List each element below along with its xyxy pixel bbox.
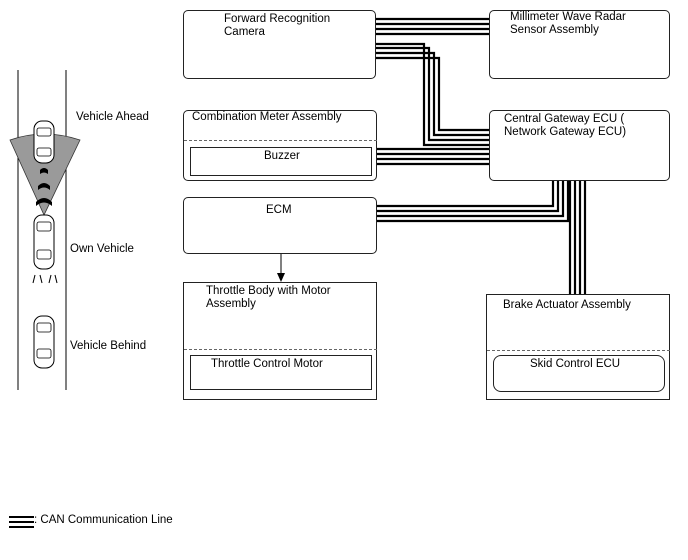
skid-ecu-block: Skid Control ECU	[493, 355, 665, 392]
own-vehicle-label: Own Vehicle	[70, 243, 134, 255]
ecm-block: ECM	[183, 197, 377, 254]
buzzer-label: Buzzer	[264, 150, 300, 162]
throttle-motor-block: Throttle Control Motor	[190, 355, 372, 390]
can-line-gateway-brake	[568, 181, 587, 294]
can-legend-icon	[9, 516, 34, 528]
can-line-ecm-gateway	[377, 181, 570, 223]
skid-ecu-label: Skid Control ECU	[530, 358, 621, 370]
road-scene	[9, 70, 81, 390]
brake-actuator-block: Brake Actuator Assembly Skid Control ECU	[486, 294, 670, 400]
vehicle-ahead-label: Vehicle Ahead	[76, 111, 149, 123]
gateway-label: Central Gateway ECU ( Network Gateway EC…	[504, 113, 627, 138]
throttle-divider	[184, 349, 377, 350]
gateway-block: Central Gateway ECU ( Network Gateway EC…	[489, 110, 670, 181]
radar-label: Millimeter Wave Radar Sensor Assembly	[510, 11, 626, 36]
lane-marks	[32, 274, 58, 284]
throttle-motor-label: Throttle Control Motor	[211, 358, 323, 370]
buzzer-block: Buzzer	[190, 147, 372, 176]
ecm-label: ECM	[266, 204, 292, 216]
forward-camera-block: Forward Recognition Camera	[183, 10, 376, 79]
combination-meter-label: Combination Meter Assembly	[192, 111, 342, 123]
ecm-to-throttle-arrow	[277, 253, 285, 282]
throttle-body-block: Throttle Body with Motor Assembly Thrott…	[183, 282, 377, 400]
combination-meter-block: Combination Meter Assembly Buzzer	[183, 110, 377, 181]
vehicle-behind-label: Vehicle Behind	[70, 340, 147, 352]
can-line-camera-radar	[375, 17, 490, 36]
meter-divider	[184, 140, 377, 141]
forward-camera-label: Forward Recognition Camera	[224, 13, 331, 38]
brake-actuator-label: Brake Actuator Assembly	[503, 299, 631, 311]
car-icon-behind	[33, 315, 55, 369]
legend-label: : CAN Communication Line	[34, 514, 173, 526]
brake-divider	[487, 350, 670, 351]
can-line-camera-gateway	[375, 42, 490, 147]
car-icon-own	[33, 214, 55, 270]
car-icon-ahead	[33, 120, 55, 164]
throttle-body-label: Throttle Body with Motor Assembly	[206, 285, 331, 310]
can-line-meter-gateway	[377, 147, 490, 166]
radar-block: Millimeter Wave Radar Sensor Assembly	[489, 10, 670, 79]
